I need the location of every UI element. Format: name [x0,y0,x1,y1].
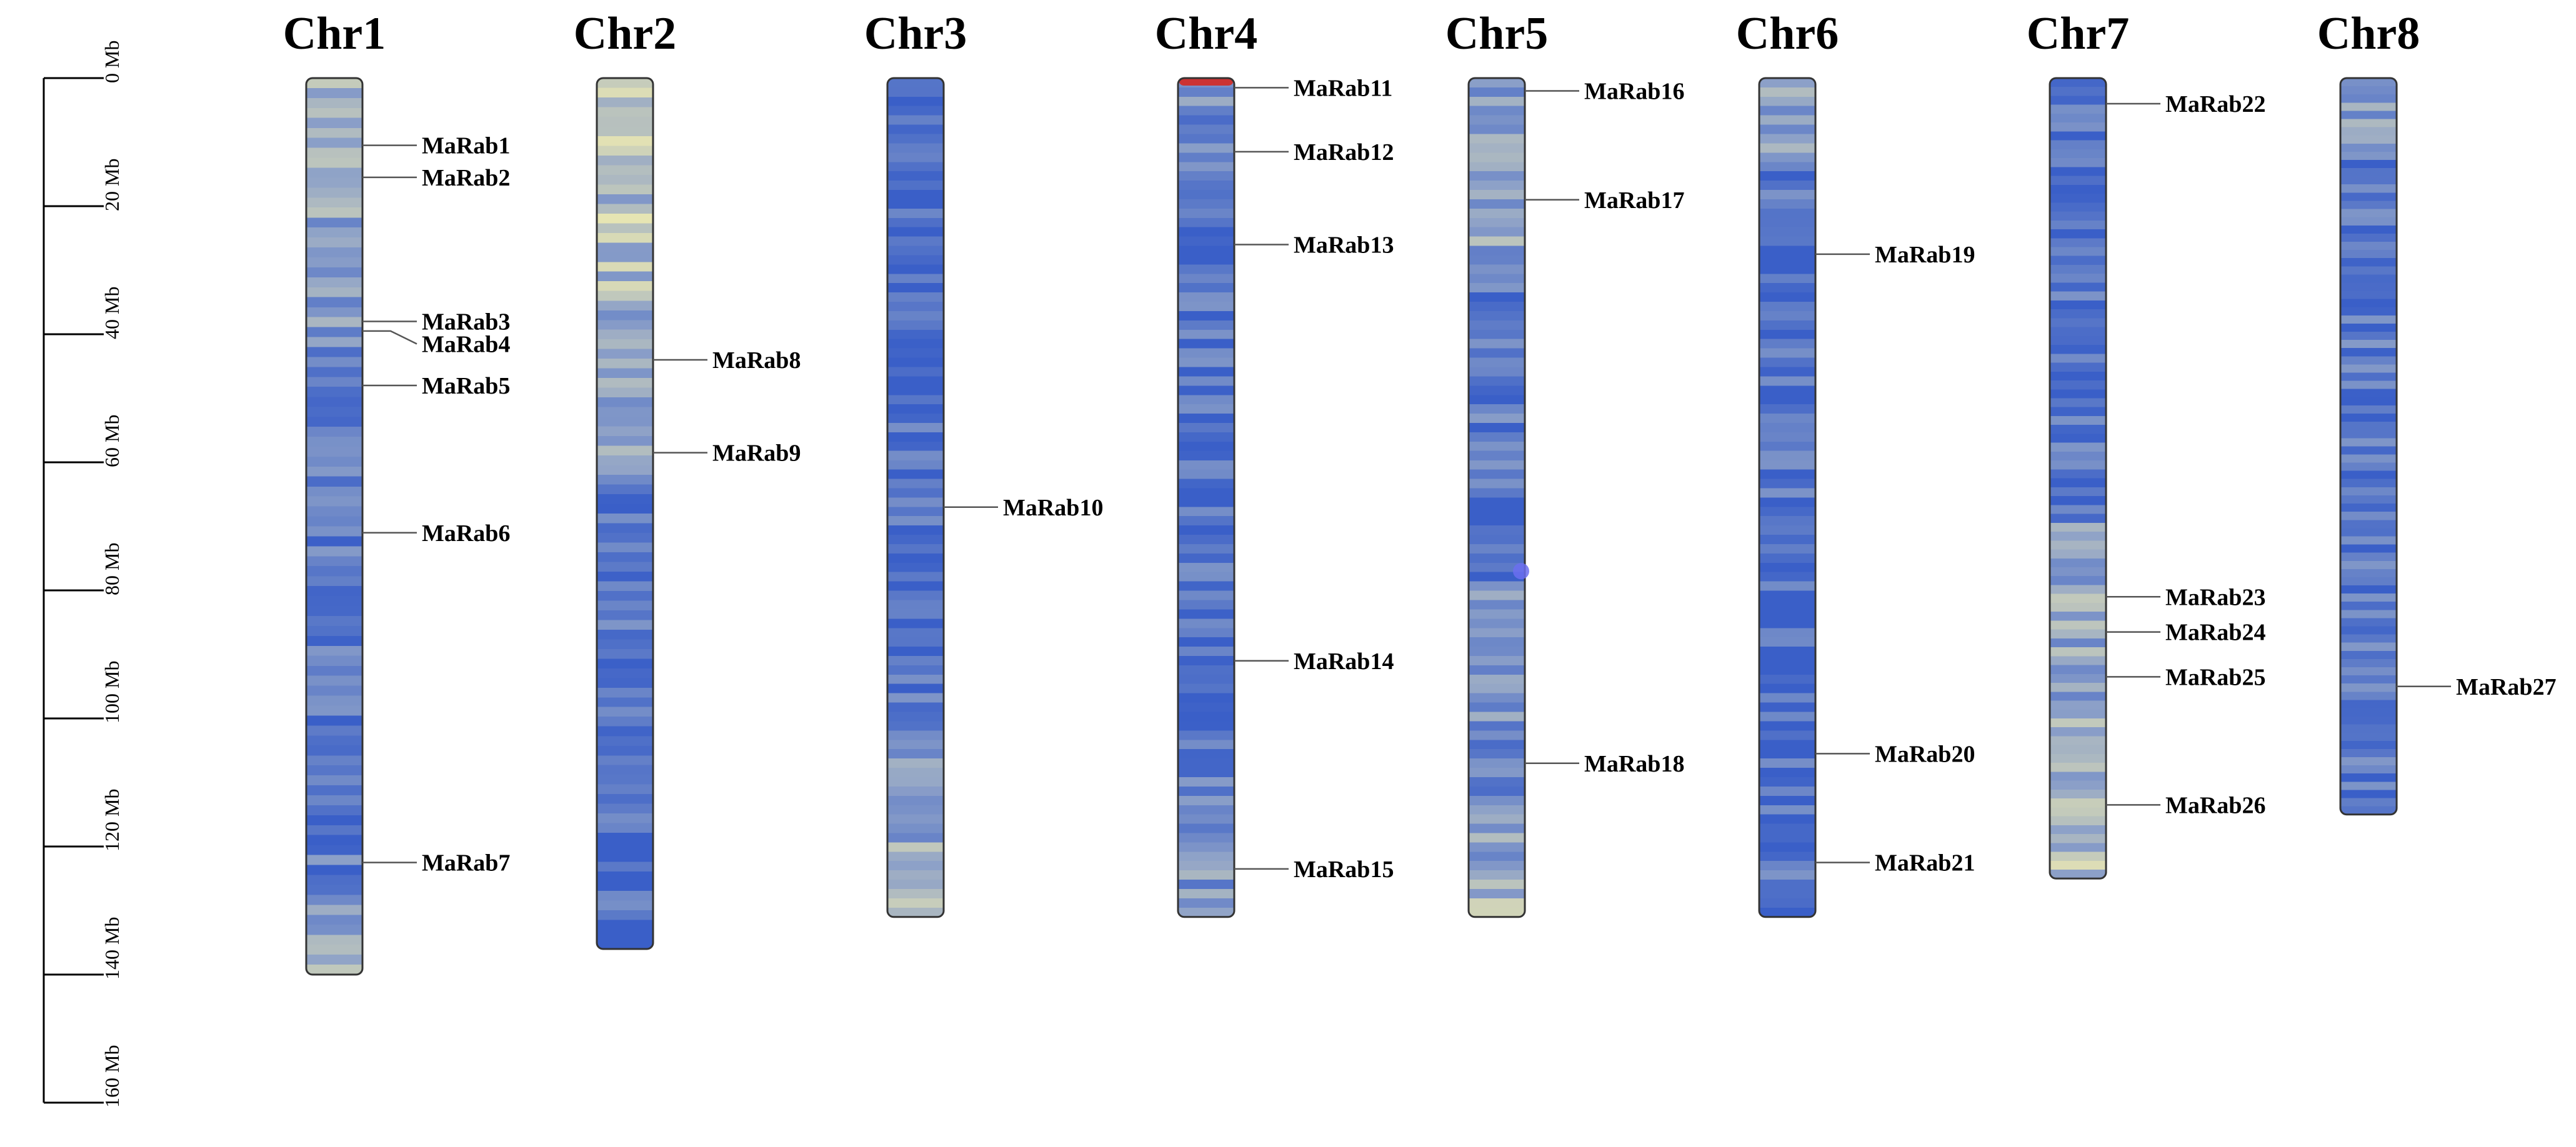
gene-label-marab16: MaRab16 [1584,79,1684,105]
gene-label-marab7: MaRab7 [422,850,510,876]
chromosome-title: Chr2 [574,8,676,59]
centromere-marker [1513,563,1529,580]
chromosome-outline [886,77,945,918]
gene-label-marab11: MaRab11 [1294,75,1392,101]
gene-label-marab15: MaRab15 [1294,857,1394,883]
gene-label-marab14: MaRab14 [1294,648,1394,675]
gene-label-marab4: MaRab4 [422,332,510,358]
gene-label-marab10: MaRab10 [1003,495,1103,521]
scale-tick-label: 20 Mb [101,159,123,211]
gene-label-marab1: MaRab1 [422,133,510,159]
chromosome-outline [2049,77,2107,880]
chromosome-title: Chr7 [2027,8,2129,59]
chromosome-group: Chr1MaRab1MaRab2MaRab3MaRab4MaRab5MaRab6… [283,8,2556,976]
gene-label-marab13: MaRab13 [1294,232,1394,259]
gene-label-marab23: MaRab23 [2165,584,2265,610]
scale-tick-label: 140 Mb [101,917,123,980]
gene-label-marab8: MaRab8 [712,347,801,374]
chromosome-title: Chr8 [2317,8,2420,59]
chromosome-chr1: Chr1MaRab1MaRab2MaRab3MaRab4MaRab5MaRab6… [283,8,510,976]
chromosome-body [1178,78,1234,917]
chromosome-body [2050,78,2106,879]
chromosome-title: Chr6 [1736,8,1839,59]
gene-leader-line [362,330,417,345]
gene-label-marab19: MaRab19 [1875,242,1975,268]
chromosome-title: Chr3 [864,8,967,59]
gene-label-marab22: MaRab22 [2165,91,2265,117]
gene-label-marab17: MaRab17 [1584,187,1684,214]
gene-label-marab20: MaRab20 [1875,741,1975,767]
scale-tick-label: 120 Mb [101,789,123,852]
chromosome-title: Chr5 [1445,8,1548,59]
chromosome-cap [1179,78,1233,86]
gene-label-marab9: MaRab9 [712,440,801,467]
gene-label-marab3: MaRab3 [422,309,510,335]
chromosome-outline [1758,77,1817,918]
gene-label-marab12: MaRab12 [1294,139,1394,166]
gene-label-marab26: MaRab26 [2165,792,2265,818]
gene-label-marab18: MaRab18 [1584,751,1684,777]
gene-label-marab24: MaRab24 [2165,620,2265,646]
gene-label-marab27: MaRab27 [2456,674,2556,700]
chromosome-outline [1177,77,1236,918]
chromosome-body [597,78,653,949]
chromosome-body [2340,78,2397,815]
gene-label-marab21: MaRab21 [1875,850,1975,876]
scale-tick-label: 40 Mb [101,287,123,339]
chromosome-title: Chr4 [1155,8,1257,59]
scale-tick-label: 80 Mb [101,543,123,595]
gene-label-marab25: MaRab25 [2165,664,2265,690]
chromosome-outline [1467,77,1526,918]
gene-label-marab5: MaRab5 [422,373,510,399]
chromosome-body [1759,78,1815,917]
gene-label-marab2: MaRab2 [422,165,510,191]
scale-tick-label: 160 Mb [101,1045,123,1108]
chromosome-title: Chr1 [283,8,386,59]
gene-label-marab6: MaRab6 [422,520,510,547]
scale-tick-label: 60 Mb [101,415,123,467]
chromosome-body [1469,78,1525,917]
scale-tick-label: 0 Mb [101,41,123,83]
chromosome-body [306,78,362,975]
chromosome-outline [2339,77,2398,816]
chromosome-outline [305,77,364,976]
chromosome-outline [596,77,654,950]
chromosome-body [887,78,944,917]
scale-tick-label: 100 Mb [101,661,123,723]
scale-bar: 0 Mb 20 Mb 40 Mb 60 Mb 80 Mb 100 Mb 120 Mb 140 … [42,41,123,1108]
